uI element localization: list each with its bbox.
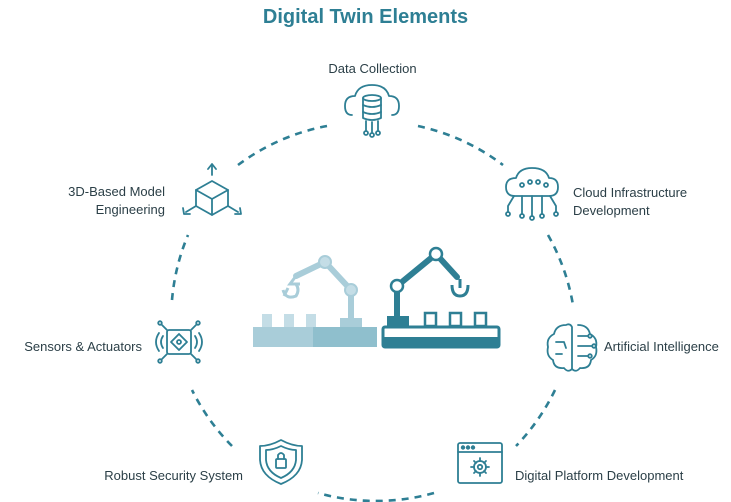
sensor-icon <box>155 320 203 364</box>
label-robust-security: Robust Security System <box>70 467 243 485</box>
label-3d-model: 3D-Based Model Engineering <box>40 183 165 219</box>
shield-lock-icon <box>259 439 303 485</box>
label-artificial-intelligence: Artificial Intelligence <box>604 338 729 356</box>
database-cloud-icon <box>344 84 400 138</box>
label-line: Artificial Intelligence <box>604 339 719 354</box>
label-line: Robust Security System <box>104 468 243 483</box>
label-cloud-infrastructure: Cloud Infrastructure Development <box>573 184 723 220</box>
label-line: Sensors & Actuators <box>24 339 142 354</box>
label-sensors-actuators: Sensors & Actuators <box>4 338 142 356</box>
label-digital-platform: Digital Platform Development <box>515 467 715 485</box>
cube-axes-icon <box>182 163 242 216</box>
label-line: Engineering <box>95 202 165 217</box>
label-line: Development <box>573 203 650 218</box>
browser-gear-icon <box>457 442 503 484</box>
cloud-network-icon <box>505 167 559 221</box>
dashed-ring <box>170 124 575 502</box>
robot-arms-icon <box>253 246 501 349</box>
label-line: Data Collection <box>328 61 417 76</box>
label-line: Digital Platform Development <box>515 468 684 483</box>
label-line: 3D-Based Model <box>68 184 165 199</box>
brain-icon <box>546 323 598 372</box>
label-data-collection: Data Collection <box>300 60 445 78</box>
diagram-title: Digital Twin Elements <box>262 6 469 28</box>
label-line: Cloud Infrastructure <box>573 185 688 200</box>
